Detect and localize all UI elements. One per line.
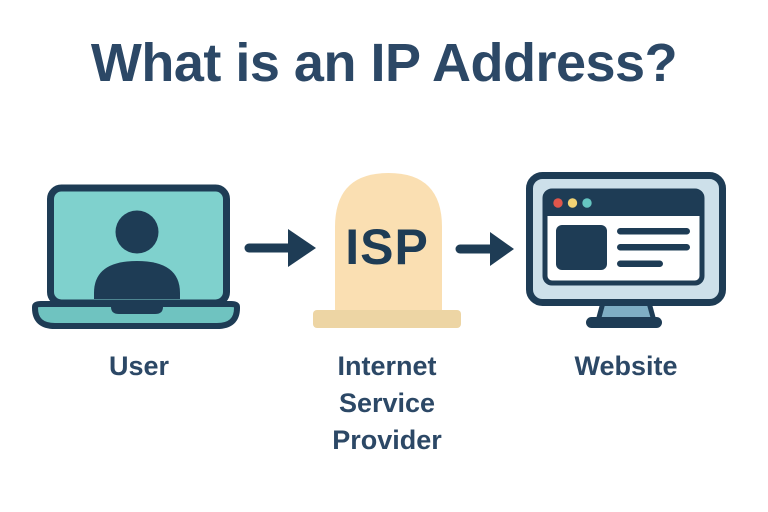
arrow-isp-to-website-icon [455,232,514,266]
isp-label: Internet Service Provider [332,351,442,455]
isp-badge: ISP [345,219,429,275]
browser-dot-red-icon [553,198,563,208]
browser-monitor-icon [526,172,726,328]
browser-dot-teal-icon [582,198,592,208]
website-label: Website [574,351,678,381]
isp-box-icon [313,173,461,328]
browser-dot-yellow-icon [567,198,578,208]
user-label: User [108,351,170,381]
arrow-user-to-isp-icon [244,229,316,267]
page-title: What is an IP Address? [90,33,678,93]
laptop-user-icon [32,184,240,329]
